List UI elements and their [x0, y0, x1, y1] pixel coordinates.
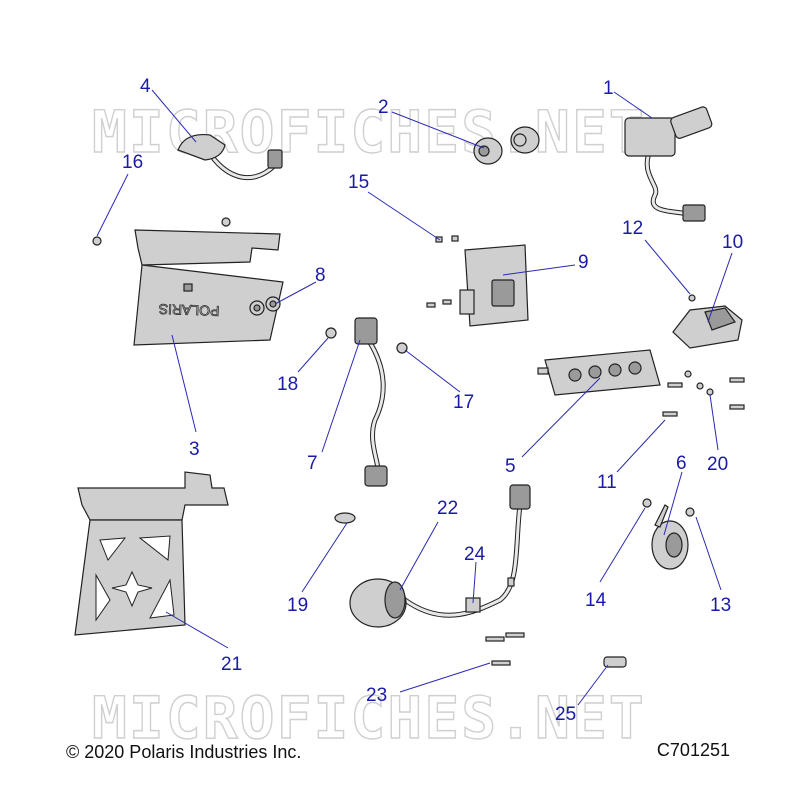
hardware-right [662, 370, 745, 417]
leader-lines [96, 89, 733, 706]
callout-20: 20 [707, 454, 728, 475]
callout-10: 10 [722, 232, 743, 253]
callout-9: 9 [578, 252, 589, 273]
part-7-harness [354, 317, 388, 487]
part-19-clip [334, 512, 356, 524]
watermark-bottom: MICROFICHES.NET [92, 684, 646, 752]
callout-11: 11 [597, 472, 617, 493]
callout-7: 7 [307, 453, 318, 474]
plate-text: POLARIS [158, 301, 219, 319]
callout-15: 15 [348, 172, 369, 193]
callout-1: 1 [603, 78, 614, 99]
part-5-fuse-block [537, 349, 661, 396]
part-1-switch [624, 106, 713, 222]
part-23-screws [485, 632, 525, 666]
callout-17: 17 [453, 392, 474, 413]
callout-8: 8 [315, 265, 326, 286]
part-4-light [177, 133, 283, 181]
part-9-module [459, 244, 529, 327]
callout-numbers: 1 2 3 4 5 6 7 8 9 10 11 12 13 14 15 16 1… [122, 76, 743, 725]
part-3-plate-bracket: POLARIS [133, 229, 284, 346]
callout-25: 25 [555, 704, 576, 725]
part-22-alarm [349, 484, 531, 628]
callout-4: 4 [140, 76, 151, 97]
part-10-cover [672, 305, 743, 349]
callout-24: 24 [464, 544, 486, 565]
callout-22: 22 [437, 498, 458, 519]
callout-21: 21 [221, 654, 242, 675]
parts-13-14 [642, 498, 695, 517]
watermark-top: MICROFICHES.NET [92, 98, 646, 166]
callout-13: 13 [710, 595, 731, 616]
part-25-bulb [603, 656, 627, 668]
parts-17-18 [325, 327, 408, 354]
callout-12: 12 [622, 218, 643, 239]
callout-2: 2 [378, 97, 389, 118]
callout-16: 16 [122, 152, 143, 173]
part-21-plate [74, 471, 229, 636]
callout-19: 19 [287, 595, 308, 616]
callout-14: 14 [585, 590, 607, 611]
callout-23: 23 [366, 685, 387, 706]
part-6-horn [651, 504, 689, 570]
callout-5: 5 [505, 456, 516, 477]
part-2-knobs [473, 126, 540, 165]
drawing-number: C701251 [656, 740, 730, 760]
callout-18: 18 [277, 374, 298, 395]
part-8-nuts [249, 296, 281, 316]
callout-3: 3 [189, 439, 200, 460]
copyright-text: © 2020 Polaris Industries Inc. [66, 742, 302, 762]
callout-6: 6 [676, 453, 687, 474]
